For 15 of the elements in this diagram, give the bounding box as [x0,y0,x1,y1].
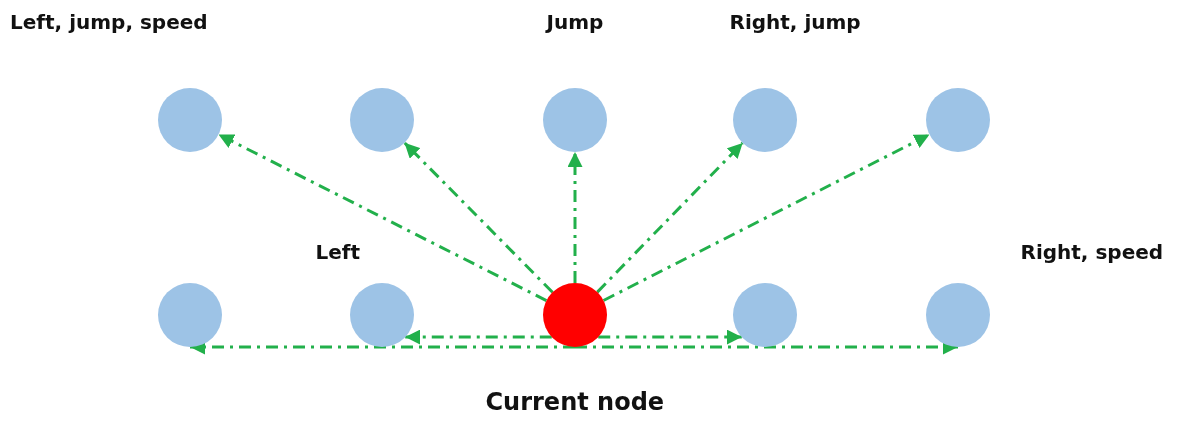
node-caption: Current node [485,388,665,417]
node-caption: Jump [546,10,604,34]
node-caption: Left [315,240,361,264]
arrow [403,141,554,294]
node-caption: Right, speed [1020,240,1164,264]
arrow [596,141,744,294]
arrow [567,152,583,283]
current-node-circle [543,283,607,347]
arrow [602,133,931,302]
node-caption: Right, jump [729,10,861,34]
arrow [598,329,742,345]
arrow [405,329,552,345]
circle-node [350,283,414,347]
node-caption: Left, jump, speed [10,10,208,34]
arrow [217,133,548,302]
